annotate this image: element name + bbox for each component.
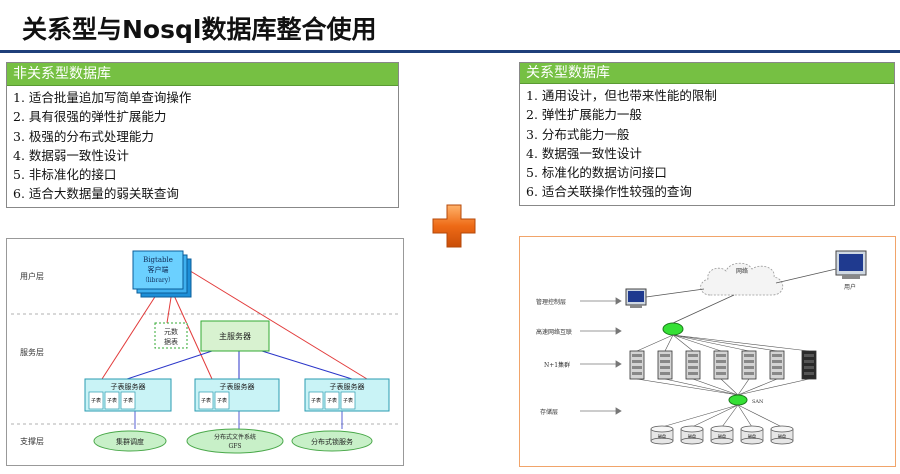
sub-table-label: 子表 (311, 397, 321, 404)
monitor-icon (625, 288, 647, 308)
list-item: 2. 弹性扩展能力一般 (526, 107, 642, 123)
layer-label-service: 服务层 (20, 347, 44, 357)
client-label-2: 客户端 (148, 265, 169, 274)
relational-panel-header: 关系型数据库 (520, 63, 894, 84)
support-label-3: GFS (228, 443, 241, 450)
monitor-icon: 用户 (835, 250, 867, 291)
support-label-1: 集群调度 (116, 437, 144, 446)
switch-icon (662, 322, 684, 336)
bigtable-client-box: Bigtable 客户端 （library） (132, 250, 192, 298)
bigtable-diagram-canvas: 用户层 服务层 支撑层 Bigtable 客户端 （library） 元数 据表 (11, 250, 399, 454)
list-item: 4. 数据强一致性设计 (526, 145, 642, 161)
relational-panel: 关系型数据库 1. 通用设计，但也带来性能的限制 2. 弹性扩展能力一般 3. … (519, 62, 895, 206)
san-label: SAN (752, 399, 764, 405)
support-label-2: 分布式文件系统 (214, 433, 256, 441)
list-item: 1. 通用设计，但也带来性能的限制 (526, 88, 717, 103)
disk-icon: 磁盘 (710, 404, 739, 445)
layer-label-support: 支撑层 (20, 436, 44, 446)
switch-icon: SAN (728, 394, 764, 406)
server-icon (801, 350, 817, 380)
list-item: 1. 适合批量追加写简单查询操作 (13, 90, 192, 105)
sub-table-label: 子表 (91, 397, 101, 404)
disk-array: 磁盘 磁盘 磁盘 磁盘 磁盘 (650, 404, 794, 445)
list-item: 3. 极强的分布式处理能力 (13, 128, 154, 144)
meta-label-2: 据表 (164, 337, 178, 346)
relational-feature-list: 1. 通用设计，但也带来性能的限制 2. 弹性扩展能力一般 3. 分布式能力一般… (520, 84, 894, 202)
list-item: 2. 具有很强的弹性扩展能力 (13, 109, 167, 125)
relational-cluster-diagram: 管理控制层 高速网络互联 N+1集群 存储层 网络 用户 (519, 236, 896, 467)
disk-label: 磁盘 (658, 433, 666, 439)
list-item: 6. 适合大数据量的弱关联查询 (13, 186, 179, 202)
client-label-1: Bigtable (143, 256, 173, 264)
disk-label: 磁盘 (748, 433, 756, 439)
sub-table-label: 子表 (327, 397, 337, 404)
tablet-server-label: 子表服务器 (220, 382, 255, 391)
list-item: 5. 非标准化的接口 (13, 167, 117, 183)
server-icon (629, 350, 645, 380)
layer-label-user: 用户层 (20, 271, 44, 281)
server-icon (657, 350, 673, 380)
disk-icon: 磁盘 (737, 404, 764, 445)
user-label: 用户 (844, 283, 856, 291)
master-server-box: 主服务器 (200, 320, 270, 352)
disk-icon: 磁盘 (650, 404, 739, 445)
metadata-table-box: 元数 据表 (154, 322, 188, 349)
bigtable-architecture-diagram: 用户层 服务层 支撑层 Bigtable 客户端 （library） 元数 据表 (6, 238, 404, 466)
client-label-3: （library） (142, 277, 174, 284)
plus-icon (432, 204, 476, 248)
server-icon (741, 350, 757, 380)
list-item: 6. 适合关联操作性较强的查询 (526, 184, 692, 200)
layer-label-network: 高速网络互联 (536, 328, 572, 336)
nosql-feature-list: 1. 适合批量追加写简单查询操作 2. 具有很强的弹性扩展能力 3. 极强的分布… (7, 86, 398, 204)
list-item: 5. 标准化的数据访问接口 (526, 165, 667, 181)
support-label-4: 分布式锁服务 (311, 437, 353, 446)
tablet-server-1: 子表服务器 子表 子表 子表 (84, 378, 172, 412)
gfs-node: 分布式文件系统 GFS (186, 428, 284, 454)
tablet-server-label: 子表服务器 (330, 382, 365, 391)
layer-label-storage: 存储层 (540, 408, 558, 416)
lock-service-node: 分布式锁服务 (291, 430, 373, 452)
sub-table-label: 子表 (201, 397, 211, 404)
tablet-server-label: 子表服务器 (111, 382, 146, 391)
tablet-server-2: 子表服务器 子表 子表 (194, 378, 280, 412)
server-cluster (629, 334, 817, 396)
layer-label-cluster: N+1集群 (544, 361, 570, 369)
disk-icon: 磁盘 (737, 404, 794, 445)
cloud-icon: 网络 (700, 262, 784, 296)
cluster-scheduler-node: 集群调度 (93, 430, 167, 452)
sub-table-label: 子表 (343, 397, 353, 404)
list-item: 3. 分布式能力一般 (526, 126, 630, 142)
disk-label: 磁盘 (718, 433, 726, 439)
server-icon (769, 350, 785, 380)
cluster-diagram-canvas: 管理控制层 高速网络互联 N+1集群 存储层 网络 用户 (536, 250, 867, 445)
network-label: 网络 (736, 267, 748, 275)
meta-label-1: 元数 (164, 327, 178, 336)
server-icon (713, 350, 729, 380)
sub-table-label: 子表 (123, 397, 133, 404)
list-item: 4. 数据弱一致性设计 (13, 147, 129, 163)
tablet-server-3: 子表服务器 子表 子表 子表 (304, 378, 390, 412)
page-title: 关系型与Nosql数据库整合使用 (22, 15, 377, 44)
master-label: 主服务器 (219, 331, 251, 341)
title-divider (0, 50, 900, 53)
disk-label: 磁盘 (688, 433, 696, 439)
sub-table-label: 子表 (107, 397, 117, 404)
disk-label: 磁盘 (778, 433, 786, 439)
nosql-panel-header: 非关系型数据库 (7, 63, 398, 86)
disk-icon: 磁盘 (680, 404, 739, 445)
sub-table-label: 子表 (217, 397, 227, 404)
nosql-panel: 非关系型数据库 1. 适合批量追加写简单查询操作 2. 具有很强的弹性扩展能力 … (6, 62, 399, 208)
server-icon (685, 350, 701, 380)
layer-label-management: 管理控制层 (536, 298, 566, 306)
